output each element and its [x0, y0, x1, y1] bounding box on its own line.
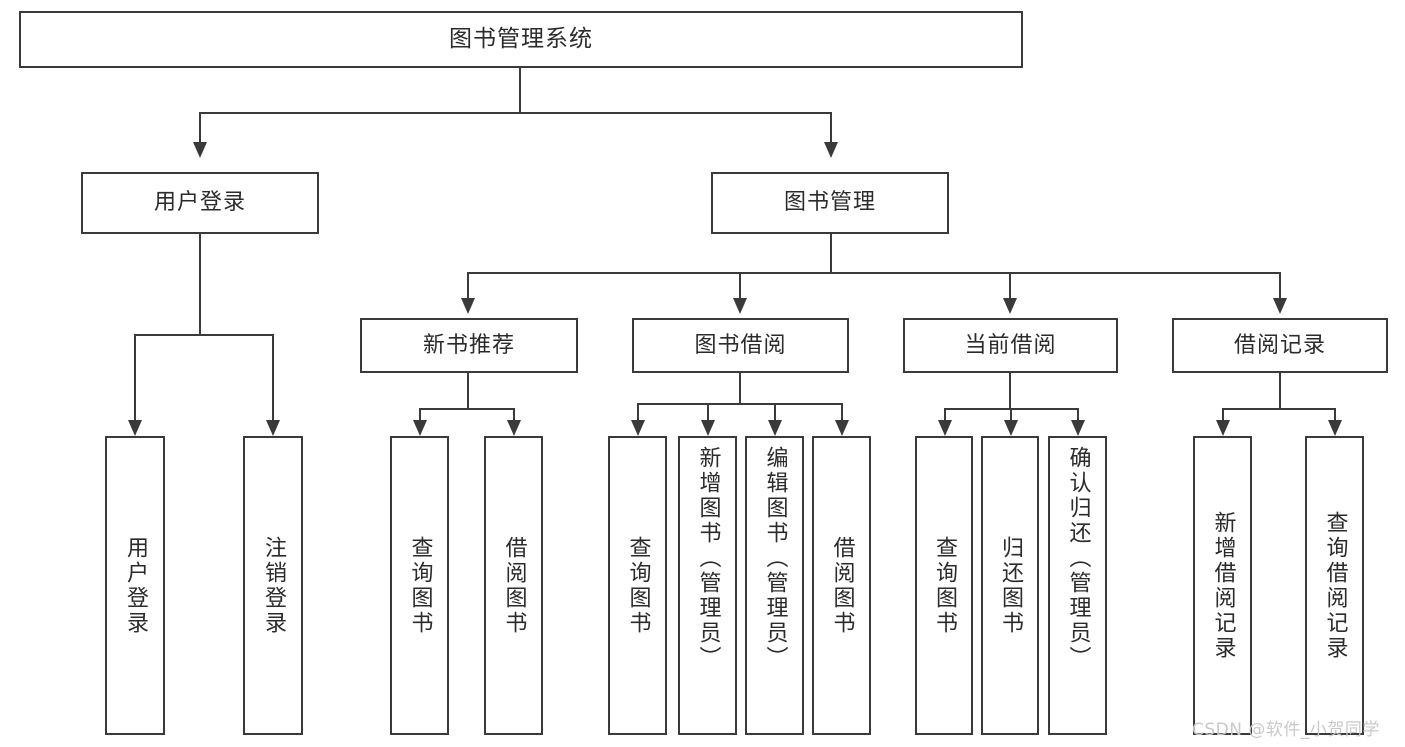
node-book-borrow[interactable]: 图书借阅: [632, 318, 849, 373]
node-label: 新增图书（管理员）: [695, 446, 721, 671]
arrowhead-to-borrow-record: [1273, 298, 1287, 314]
node-leaf-user-login[interactable]: 用户登录: [105, 436, 165, 735]
arrowhead-to-book-manage: [824, 142, 838, 158]
connector-nbr-branch-1: [419, 408, 421, 420]
arrowhead-to-book-borrow: [733, 298, 747, 314]
arrowhead-to-leaf-user-login: [128, 420, 142, 436]
connector-bb-bus: [637, 403, 842, 405]
connector-user-login-bus: [134, 334, 273, 336]
arrowhead-to-new-book-rec: [461, 298, 475, 314]
node-label: 查询图书: [932, 535, 957, 636]
node-label: 查询借阅记录: [1322, 510, 1348, 661]
csdn-watermark: CSDN @软件_小贺同学: [1192, 720, 1380, 740]
connector-user-login-branch-1: [134, 334, 136, 420]
connector-book-manage-bus: [467, 272, 1280, 274]
arrowhead-to-leaf-return-book: [1004, 420, 1018, 436]
arrowhead-to-leaf-add-book: [701, 420, 715, 436]
arrowhead-to-leaf-confirm-return: [1071, 420, 1085, 436]
connector-bb-stem: [739, 373, 741, 403]
node-label: 注销登录: [261, 535, 286, 636]
node-label: 借阅图书: [829, 535, 855, 636]
node-borrow-record[interactable]: 借阅记录: [1172, 318, 1388, 373]
node-label: 编辑图书（管理员）: [762, 446, 788, 671]
node-book-manage[interactable]: 图书管理: [711, 172, 949, 234]
node-leaf-add-book[interactable]: 新增图书（管理员）: [678, 436, 737, 735]
connector-bm-branch-1: [467, 272, 469, 298]
node-root-system[interactable]: 图书管理系统: [19, 11, 1023, 68]
node-leaf-return-book[interactable]: 归还图书: [981, 436, 1039, 735]
node-current-borrow[interactable]: 当前借阅: [903, 318, 1118, 373]
node-user-login[interactable]: 用户登录: [81, 172, 319, 234]
arrowhead-to-leaf-user-logout: [266, 420, 280, 436]
node-label: 图书管理系统: [449, 25, 593, 52]
connector-root-bus: [199, 112, 831, 114]
node-leaf-user-logout[interactable]: 注销登录: [243, 436, 303, 735]
connector-cb-stem: [1009, 373, 1011, 408]
node-leaf-borrow-book-2[interactable]: 借阅图书: [812, 436, 871, 735]
connector-bm-branch-2: [739, 272, 741, 298]
arrowhead-to-leaf-add-record: [1216, 420, 1230, 436]
connector-bb-branch-3: [774, 403, 776, 420]
arrowhead-to-user-login: [193, 142, 207, 158]
node-leaf-query-record[interactable]: 查询借阅记录: [1305, 436, 1364, 735]
node-label: 新书推荐: [422, 332, 515, 358]
connector-br-branch-2: [1334, 408, 1336, 420]
connector-root-stem: [519, 68, 521, 112]
arrowhead-to-leaf-query-book-2: [631, 420, 645, 436]
connector-root-branch-left: [199, 112, 201, 142]
node-leaf-borrow-book-1[interactable]: 借阅图书: [484, 436, 543, 735]
node-leaf-edit-book[interactable]: 编辑图书（管理员）: [745, 436, 804, 735]
arrowhead-to-leaf-borrow-book-1: [507, 420, 521, 436]
connector-bb-branch-4: [841, 403, 843, 420]
arrowhead-to-current-borrow: [1003, 298, 1017, 314]
arrowhead-to-leaf-query-record: [1328, 420, 1342, 436]
node-leaf-query-book-2[interactable]: 查询图书: [608, 436, 667, 735]
connector-nbr-branch-2: [513, 408, 515, 420]
node-label: 查询图书: [407, 535, 433, 636]
node-leaf-query-book-3[interactable]: 查询图书: [915, 436, 973, 735]
arrowhead-to-leaf-edit-book: [768, 420, 782, 436]
connector-user-login-stem: [199, 234, 201, 334]
connector-bm-branch-3: [1009, 272, 1011, 298]
connector-root-branch-right: [830, 112, 832, 142]
connector-nbr-stem: [467, 373, 469, 408]
connector-br-bus: [1222, 408, 1335, 410]
connector-bb-branch-1: [637, 403, 639, 420]
node-label: 图书借阅: [694, 332, 787, 358]
node-label: 新增借阅记录: [1210, 510, 1236, 661]
arrowhead-to-leaf-query-book-1: [413, 420, 427, 436]
node-label: 借阅记录: [1233, 332, 1326, 358]
connector-user-login-branch-2: [272, 334, 274, 420]
node-label: 用户登录: [153, 190, 246, 216]
node-leaf-query-book-1[interactable]: 查询图书: [390, 436, 449, 735]
connector-cb-branch-1: [944, 408, 946, 420]
node-label: 归还图书: [998, 535, 1023, 636]
node-leaf-confirm-return[interactable]: 确认归还（管理员）: [1048, 436, 1107, 735]
node-leaf-add-record[interactable]: 新增借阅记录: [1193, 436, 1252, 735]
node-label: 当前借阅: [964, 332, 1057, 358]
connector-cb-branch-3: [1077, 408, 1079, 420]
connector-br-branch-1: [1222, 408, 1224, 420]
connector-nbr-bus: [419, 408, 514, 410]
connector-bm-branch-4: [1279, 272, 1281, 298]
connector-cb-branch-2: [1010, 408, 1012, 420]
node-label: 用户登录: [123, 535, 148, 636]
connector-br-stem: [1279, 373, 1281, 408]
arrowhead-to-leaf-query-book-3: [938, 420, 952, 436]
node-new-book-rec[interactable]: 新书推荐: [360, 318, 578, 373]
connector-book-manage-stem: [830, 234, 832, 272]
node-label: 确认归还（管理员）: [1065, 446, 1091, 671]
node-label: 查询图书: [625, 535, 651, 636]
arrowhead-to-leaf-borrow-book-2: [835, 420, 849, 436]
connector-bb-branch-2: [707, 403, 709, 420]
node-label: 图书管理: [783, 190, 876, 216]
node-label: 借阅图书: [501, 535, 527, 636]
